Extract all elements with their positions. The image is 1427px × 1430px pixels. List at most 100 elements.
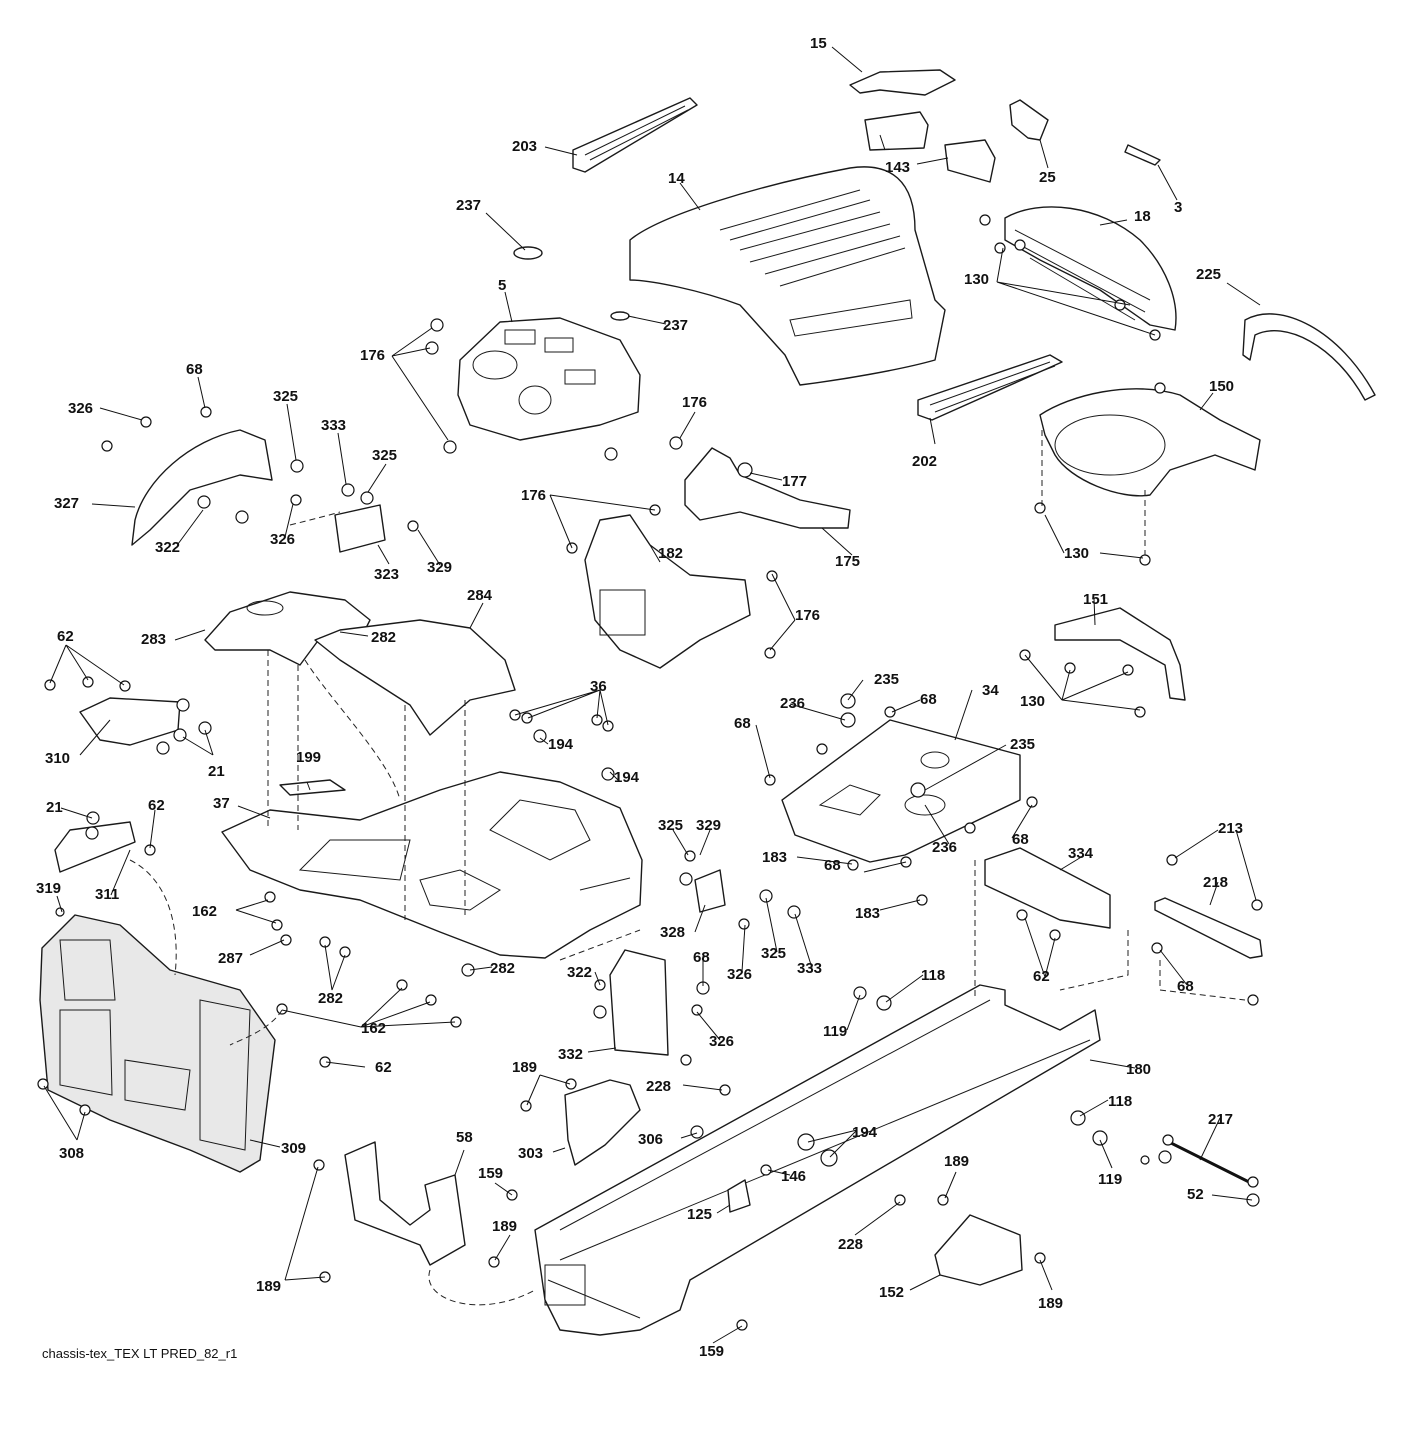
- part-309-front-frame: [39, 914, 276, 1173]
- part-34-steering-plate: [781, 719, 1021, 863]
- callout-143: 143: [885, 159, 910, 176]
- part-175-bracket: [684, 447, 851, 529]
- callout-328: 328: [660, 924, 685, 941]
- callout-326: 326: [68, 400, 93, 417]
- callout-283: 283: [141, 631, 166, 648]
- callout-62: 62: [375, 1059, 392, 1076]
- part-151-bracket: [1054, 607, 1186, 701]
- callout-68: 68: [920, 691, 937, 708]
- part-328-bracket: [694, 869, 726, 913]
- callout-183: 183: [855, 905, 880, 922]
- callout-333: 333: [321, 417, 346, 434]
- part-284-seat-pan: [314, 619, 516, 736]
- callout-287: 287: [218, 950, 243, 967]
- callout-15: 15: [810, 35, 827, 52]
- assembly-lines: [129, 430, 1246, 1306]
- callout-176: 176: [521, 487, 546, 504]
- callout-217: 217: [1208, 1111, 1233, 1128]
- callout-202: 202: [912, 453, 937, 470]
- callout-322: 322: [155, 539, 180, 556]
- part-5-dashboard: [457, 317, 641, 441]
- callout-235: 235: [874, 671, 899, 688]
- part-18-front-grille: [1004, 206, 1177, 331]
- callout-5: 5: [498, 277, 506, 294]
- part-58-bracket: [344, 1141, 466, 1266]
- callout-326: 326: [727, 966, 752, 983]
- part-3-clip: [1124, 144, 1161, 166]
- callout-228: 228: [838, 1236, 863, 1253]
- callout-194: 194: [852, 1124, 878, 1141]
- part-332-plate: [609, 949, 669, 1056]
- callout-labels: 15 203 143 25 3 14 237 18 130 225 5 237 …: [36, 35, 1243, 1360]
- callout-309: 309: [281, 1140, 306, 1157]
- callout-325: 325: [372, 447, 397, 464]
- callout-62: 62: [1033, 968, 1050, 985]
- callout-118: 118: [1108, 1093, 1132, 1110]
- callout-68: 68: [1012, 831, 1029, 848]
- callout-62: 62: [148, 797, 165, 814]
- callout-68: 68: [693, 949, 710, 966]
- callout-36: 36: [590, 678, 607, 695]
- callout-189: 189: [512, 1059, 537, 1076]
- callout-130: 130: [1064, 545, 1089, 562]
- part-237-plug-2: [610, 311, 630, 321]
- callout-119: 119: [1098, 1171, 1122, 1188]
- part-237-plug: [513, 246, 543, 260]
- callout-236: 236: [932, 839, 957, 856]
- part-143-block-2: [944, 139, 996, 183]
- callout-327: 327: [54, 495, 79, 512]
- callout-21: 21: [46, 799, 63, 816]
- leader-lines: [43, 46, 1261, 1344]
- part-199-clip: [279, 779, 346, 796]
- part-14-hood: [629, 166, 946, 386]
- callout-119: 119: [823, 1023, 847, 1040]
- part-180-main-frame: [534, 984, 1101, 1336]
- callout-182: 182: [658, 545, 683, 562]
- callout-311: 311: [95, 886, 119, 903]
- part-323-bracket: [334, 504, 386, 553]
- part-303-plate: [564, 1079, 641, 1166]
- callout-18: 18: [1134, 208, 1151, 225]
- callout-162: 162: [192, 903, 217, 920]
- callout-329: 329: [427, 559, 452, 576]
- callout-322: 322: [567, 964, 592, 981]
- callout-130: 130: [964, 271, 989, 288]
- callout-203: 203: [512, 138, 537, 155]
- callout-228: 228: [646, 1078, 671, 1095]
- callout-194: 194: [614, 769, 640, 786]
- part-327-side-guard: [131, 429, 273, 546]
- callout-218: 218: [1203, 874, 1228, 891]
- callout-151: 151: [1083, 591, 1108, 608]
- callout-237: 237: [663, 317, 688, 334]
- callout-319: 319: [36, 880, 61, 897]
- callout-284: 284: [467, 587, 493, 604]
- callout-235: 235: [1010, 736, 1035, 753]
- callout-176: 176: [360, 347, 385, 364]
- callout-329: 329: [696, 817, 721, 834]
- callout-332: 332: [558, 1046, 583, 1063]
- diagram-caption: chassis-tex_TEX LT PRED_82_r1: [42, 1346, 238, 1361]
- callout-125: 125: [687, 1206, 712, 1223]
- part-25-latch: [1009, 99, 1049, 141]
- callout-282: 282: [371, 629, 396, 646]
- callout-306: 306: [638, 1131, 663, 1148]
- callout-189: 189: [944, 1153, 969, 1170]
- callout-68: 68: [824, 857, 841, 874]
- callout-68: 68: [1177, 978, 1194, 995]
- callout-180: 180: [1126, 1061, 1151, 1078]
- part-225-trim: [1242, 313, 1376, 401]
- callout-326: 326: [270, 531, 295, 548]
- callout-308: 308: [59, 1145, 84, 1162]
- callout-152: 152: [879, 1284, 904, 1301]
- callout-225: 225: [1196, 266, 1221, 283]
- callout-326: 326: [709, 1033, 734, 1050]
- part-203-side-grille: [572, 97, 698, 173]
- part-143-block: [864, 111, 929, 151]
- part-217-rod: [1164, 1138, 1256, 1187]
- callout-189: 189: [1038, 1295, 1063, 1312]
- part-311-bracket: [54, 821, 136, 873]
- callout-58: 58: [456, 1129, 473, 1146]
- callout-303: 303: [518, 1145, 543, 1162]
- callout-176: 176: [682, 394, 707, 411]
